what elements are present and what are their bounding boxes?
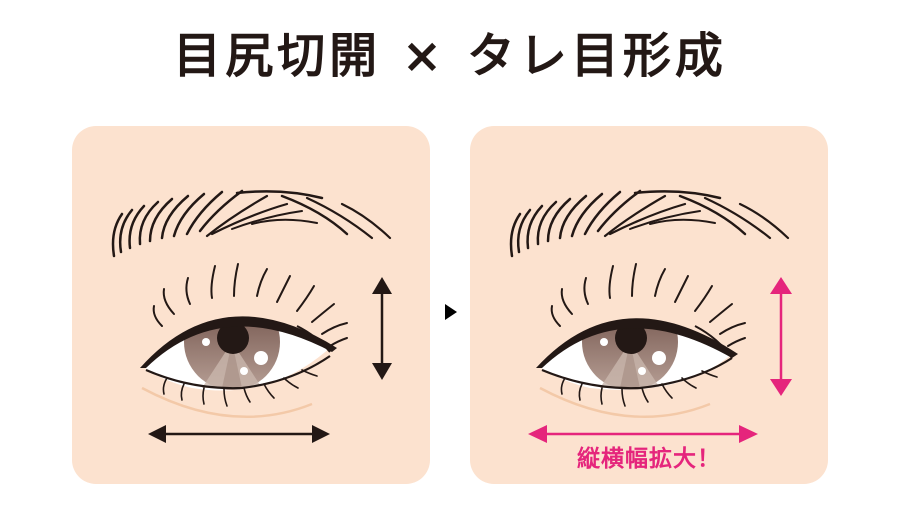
vertical-double-arrow-icon: [372, 277, 392, 380]
after-panel: 縦横幅拡大！: [470, 126, 828, 484]
eyeliner-icon: [536, 318, 738, 368]
before-panel: [72, 126, 430, 484]
pupil-icon: [615, 322, 647, 354]
after-caption: 縦横幅拡大！: [577, 446, 721, 472]
eyebrow-icon: [111, 189, 392, 258]
right-triangle-icon: [445, 304, 457, 320]
page-title: 目尻切開 × タレ目形成: [173, 28, 727, 84]
upper-lashes-icon: [152, 263, 348, 347]
eyeliner-icon: [140, 316, 337, 368]
horizontal-double-arrow-icon: [148, 425, 330, 443]
vertical-double-arrow-icon: [770, 277, 792, 396]
horizontal-double-arrow-icon: [528, 425, 758, 443]
after-eye-illustration: [470, 126, 828, 484]
before-eye-illustration: [72, 126, 430, 484]
upper-lashes-icon: [550, 263, 746, 347]
pupil-icon: [217, 322, 249, 354]
eyebrow-icon: [509, 189, 790, 258]
